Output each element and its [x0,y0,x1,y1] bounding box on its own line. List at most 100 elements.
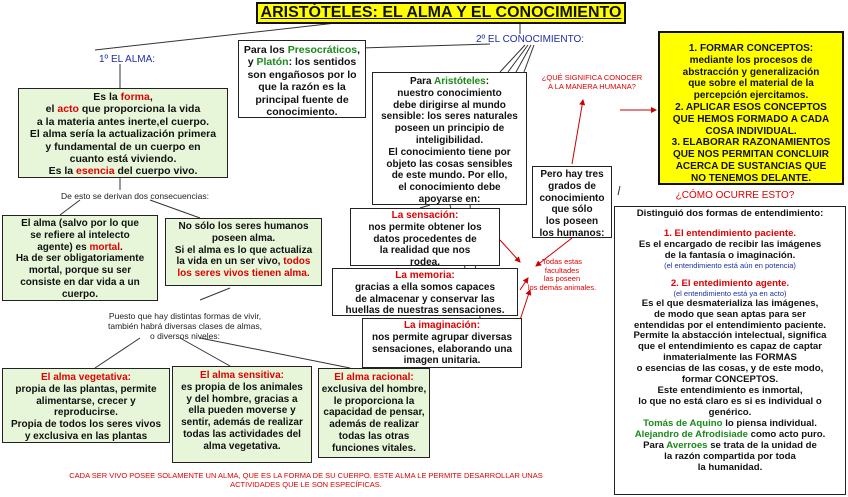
alma-def-l2c-text: que proporciona la vida [78,103,201,116]
sensacion-l3-text: la realidad que nos [379,245,471,257]
todos-l2-text: poseen alma. [211,232,276,244]
facultades-label-l4-text: los demás animales. [527,282,597,292]
sensitiva-l5-text: todas las actividades del [183,428,301,440]
presocraticos-l2c-text: : los sentidos [288,56,357,69]
mortal-l4-text: Ha de ser obligatoriamente [15,253,145,265]
tres-grados-l5-text: los poseen [545,216,599,228]
todos-l5-text: los seres vivos tienen alma. [177,268,310,280]
racional-t-text: El alma racional: [334,372,414,383]
vegetativa-l2-text: alimentarse, crecer y [36,395,136,407]
imaginacion-l1-text: nos permite agrupar diversas [371,331,513,343]
entendimiento-p-title-text: 1. El entendimiento paciente. [663,227,797,239]
entendimiento-a10-text: lo que no está claro es si es individual… [638,396,822,407]
aristoteles-box: Para Aristóteles: nuestro conocimiento d… [372,72,527,205]
sensacion-t-text: La sensación: [391,210,459,221]
alma-def-l7b-text: esencia [76,165,115,178]
alma-def-l7a-text: Es la [48,165,77,178]
yellow-box-l8-text: COSA INDIVIDUAL. [705,125,797,137]
pregunta-ocurre-label: ¿CÓMO OCURRE ESTO? [675,190,795,201]
entendimiento-a-note-text: (el entendimiento está ya en acto) [673,289,787,299]
aristoteles-l2-text: nuestro conocimiento [397,87,502,99]
aristoteles-l9-text: de este mundo. Por ello, [391,170,508,182]
bottom-note: CADA SER VIVO POSEE SOLAMENTE UN ALMA, Q… [6,471,606,489]
racional-l6-text: funciones vitales. [332,442,416,454]
memoria-l2-text: de almacenar y conservar las [355,293,495,305]
todos-l1-text: No sólo los seres humanos [178,221,309,232]
line-con-presoc [359,43,491,49]
aristoteles-l8-text: objeto las cosas sensibles [386,158,513,170]
presocraticos-l2a-text: y [247,56,257,69]
tres-grados-l2-text: grados de [548,180,596,192]
sensitiva-l2-text: y del hombre, gracias a [186,393,298,405]
yellow-box-l4-text: que sobre el material de la [688,78,814,90]
entendimiento-tomas-a-text: Tomás de Aquino [643,417,723,429]
line-con-arist-2 [507,44,529,73]
tres-grados-l6-text: los humanos: [539,227,605,239]
entendimiento-p1-text: Es el encargado de recibir las imágenes [638,238,822,250]
yellow-box-l11-text: ACERCA DE SUSTANCIAS QUE [675,160,827,172]
entendimiento-a5-text: que el entendimiento es capaz de captar [638,341,822,353]
presocraticos-l1b-text: Presocráticos [287,44,358,56]
racional-l4-text: además de realizar [329,419,419,431]
presocraticos-l3-text: son engañosos por lo [247,68,357,81]
line-con-arist-3 [515,44,532,73]
mortal-l7-text: cuerpo. [61,288,99,300]
aristoteles-l4-text: sensible: los seres naturales [381,111,518,123]
line-clases-veg [94,337,141,369]
presocraticos-l2b-text: Platón [256,56,289,69]
bottom-note-l1-text: CADA SER VIVO POSEE SOLAMENTE UN ALMA, Q… [69,471,543,480]
memoria-box: La memoria: gracias a ella somos capaces… [332,268,518,316]
entendimiento-a-title-text: 2. El entedimiento agente. [670,278,790,290]
mortal-l3b-text: mortal [89,241,121,253]
entendimiento-p-note-text: (el entendimiento está aún en potencia) [664,260,796,270]
line-title-alma [94,21,346,51]
consequences-label: De esto se derivan dos consecuencias: [61,191,209,201]
yellow-box-l2-text: mediante los procesos de [689,54,813,66]
alma-def-l1a-text: Es la [93,91,121,103]
mortal-l1-text: El alma (salvo por lo que [21,218,139,229]
clases-almas-label: Puesto que hay distintas formas de vivir… [100,311,270,341]
yellow-box-l10-text: QUE NOS PERMITAN CONCLUIR [673,149,829,161]
entendimiento-av-a-text: Para [643,439,667,451]
imaginacion-l2-text: sensaciones, elaborando una [371,343,513,355]
racional-l3-text: capacidad de pensar, [323,407,425,419]
pregunta-conocer-l1-text: ¿QUÉ SIGNIFICA CONOCER [541,73,643,82]
aristoteles-l1b-text: Aristóteles [434,76,486,87]
memoria-t-text: La memoria: [395,270,455,281]
line-ocurre-ent [617,185,621,196]
presocraticos-l4-text: que la razón es la [258,81,346,94]
entendimiento-t-text: Distinguió dos formas de entendimiento: [636,208,824,219]
alma-def-l1b-text: forma [120,91,150,103]
vegetativa-l5-text: y exclusiva en las plantas [24,430,148,442]
pregunta-conocer-label: ¿QUÉ SIGNIFICA CONOCER A LA MANERA HUMAN… [538,73,646,91]
imaginacion-box: La imaginación: nos permite agrupar dive… [362,318,522,368]
branch-conocimiento-label: 2º EL CONOCIMIENTO: [475,34,585,45]
alma-def-l2a-text: el [45,103,58,116]
alma-vegetativa-box: El alma vegetativa: propia de las planta… [2,368,170,443]
line-con-arist-1 [499,44,526,73]
yellow-box-l7-text: QUE HEMOS FORMADO A CADA [672,113,830,125]
presocraticos-box: Para los Presocráticos, y Platón: los se… [238,40,366,118]
bottom-note-l2-text: ACTIVIDADES QUE LE SON ESPECÍFICAS. [230,479,382,489]
entendimiento-a1-text: Es el que desmaterializa las imágenes, [641,297,819,309]
entendimiento-a7-text: o esencias de las cosas, y de este modo, [636,363,824,375]
aristoteles-l3-text: debe dirigirse al mundo [393,99,506,111]
racional-l1-text: exclusiva del hombre, [321,383,427,395]
aristoteles-l1a-text: Para [409,76,435,87]
mortal-l3a-text: agente) es [37,241,90,253]
mortal-l3c-text: . [120,241,123,253]
entendimiento-av2-text: la razón compartida por toda [664,450,796,462]
yellow-box-l3-text: abstracción y generalización [682,66,820,78]
alma-def-l4-text: El alma sería la actualización primera [29,128,217,141]
entendimiento-a6-text: inmaterialmente las FORMAS [663,352,797,364]
yellow-box-l9-text: 3. ELABORAR RAZONAMIENTOS [671,137,831,149]
sensitiva-l3-text: ella pueden moverse y [188,405,296,417]
imaginacion-l3-text: imagen unitaria. [403,355,481,367]
entendimiento-tomas-b-text: lo piensa individual. [722,417,817,429]
entendimiento-a3-text: entendidas por el entendimiento paciente… [634,319,826,331]
entendimiento-alej-a-text: Alejandro de Afrodisiade [634,428,748,440]
yellow-box-l12-text: NO TENEMOS DELANTE. [690,172,811,184]
alma-sensitiva-box: El alma sensitiva: es propia de los anim… [172,366,312,463]
aristoteles-l6-text: inteligibilidad. [415,134,484,146]
presocraticos-l5-text: principal fuente de [255,93,349,106]
